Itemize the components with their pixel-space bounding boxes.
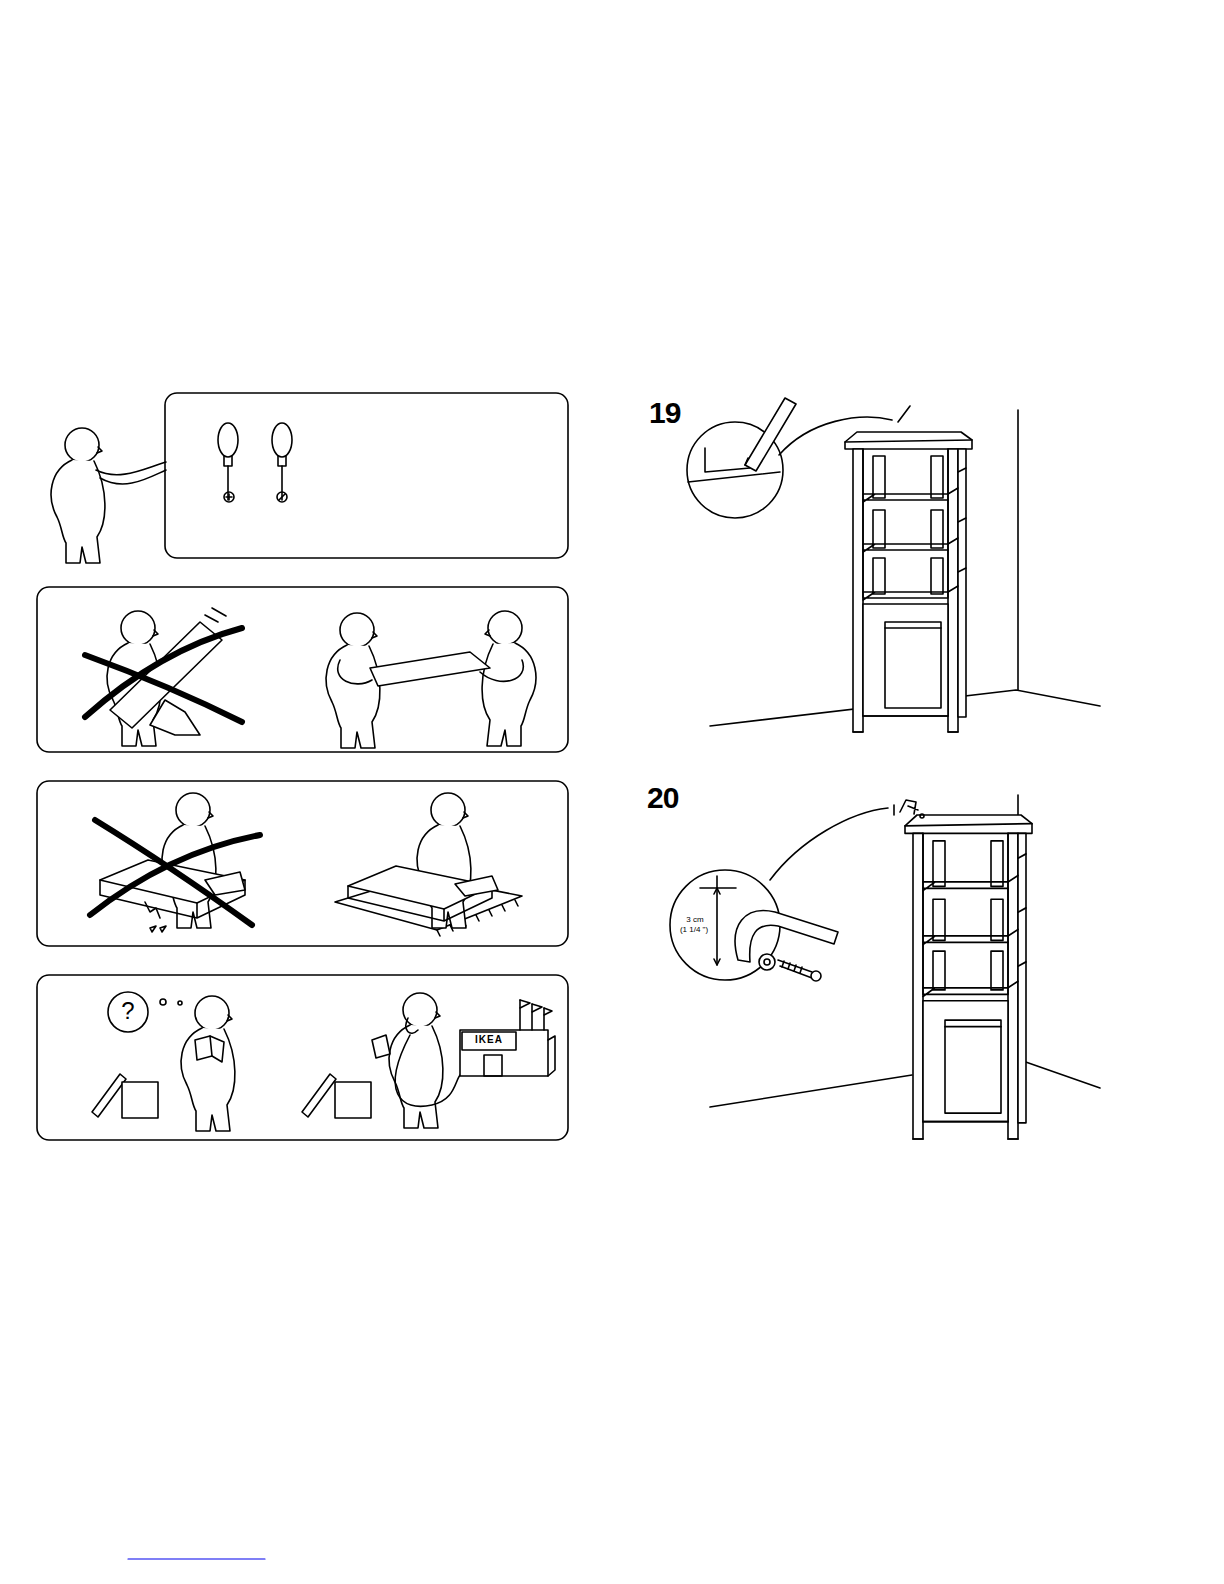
help-panel: [37, 975, 568, 1140]
link-underline: [128, 1558, 265, 1559]
dimension-label: (1 1/4 "): [673, 926, 715, 934]
dimension-label: 3 cm: [675, 916, 715, 924]
step-19-illustration: [687, 398, 1100, 732]
step-number: 19: [649, 398, 699, 428]
step-number: 20: [647, 783, 697, 813]
tools-panel: [51, 393, 568, 563]
question-mark: ?: [108, 999, 148, 1023]
step-20-illustration: [670, 795, 1100, 1139]
protect-floor-panel: [37, 781, 568, 946]
lift-together-panel: [37, 587, 568, 752]
store-sign: IKEA: [464, 1035, 514, 1045]
